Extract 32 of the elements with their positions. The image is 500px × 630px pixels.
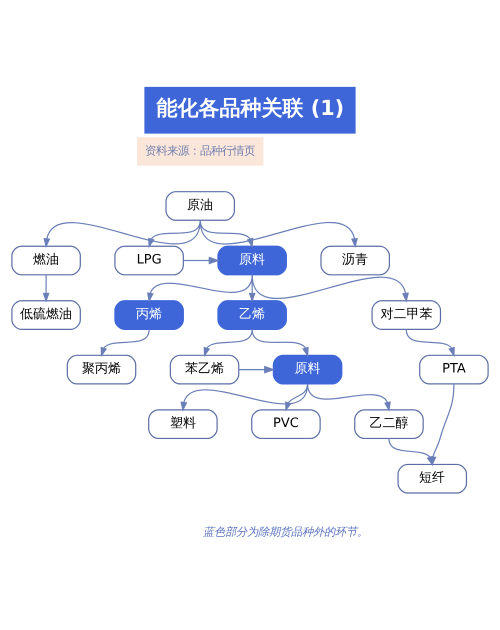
arrow — [306, 383, 391, 412]
node-box: 乙烯 — [217, 300, 287, 330]
node-box: 聚丙烯 — [66, 354, 136, 384]
node-box: 原料 — [272, 354, 342, 384]
label: 资料来源：品种行情页 — [145, 144, 256, 157]
node-box: 塑料 — [148, 408, 218, 439]
node-box: 苯乙烯 — [170, 354, 240, 384]
arrow — [252, 274, 409, 302]
arrow — [42, 274, 50, 302]
arrow — [406, 328, 455, 357]
arrow — [238, 365, 276, 373]
node-box: 对二甲苯 — [371, 300, 442, 330]
arrow — [252, 328, 309, 357]
arrow — [388, 438, 434, 466]
node-box: 原料 — [217, 245, 287, 275]
node-box: 低硫燃油 — [11, 300, 81, 330]
node-box: 沥青 — [320, 245, 390, 275]
arrow — [100, 328, 150, 357]
caption: 蓝色部分为除期货品种外的环节。 — [202, 524, 368, 538]
node-box: 燃油 — [11, 245, 81, 275]
diagram-title: 能化各品种关联 (1) — [156, 95, 344, 120]
arrow — [183, 256, 220, 264]
node-box: LPG — [114, 245, 184, 275]
arrow — [180, 383, 308, 412]
node-box: PTA — [419, 354, 489, 384]
node-box: 原油 — [165, 190, 236, 220]
node-box: 乙二醇 — [354, 408, 424, 439]
arrow — [43, 220, 201, 248]
arrow — [285, 383, 308, 412]
node-box: 短纤 — [397, 463, 468, 494]
node-box: PVC — [251, 408, 321, 439]
node-box: 丙烯 — [114, 300, 184, 330]
